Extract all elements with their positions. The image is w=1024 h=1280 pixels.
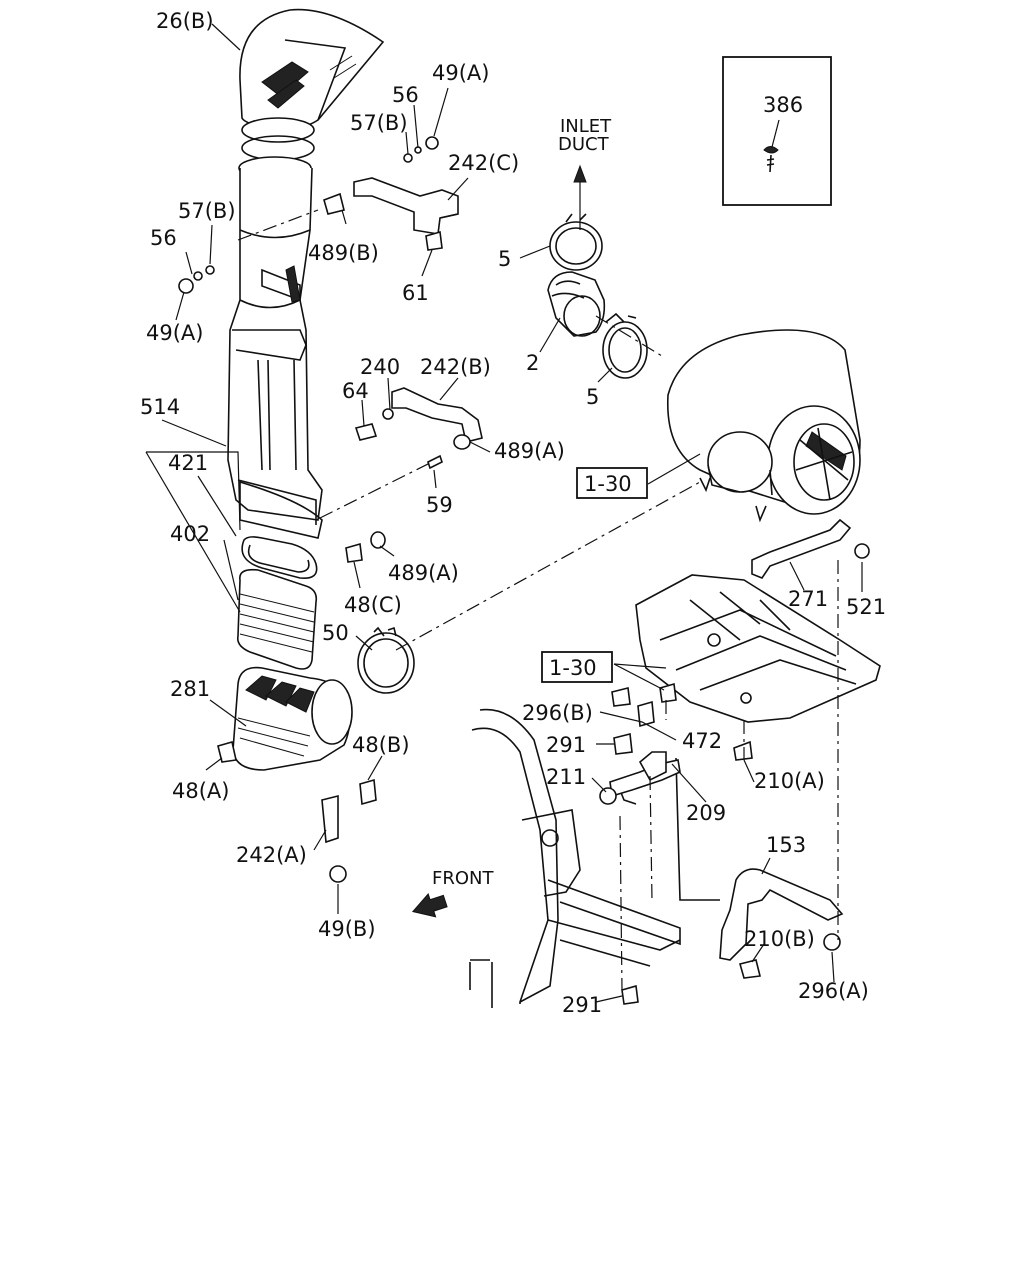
clip-386-icon	[763, 119, 780, 173]
bracket-242a	[217, 740, 377, 883]
callout-56-top: 56	[392, 83, 419, 107]
clamp-50	[357, 626, 415, 694]
callout-5-top: 5	[498, 247, 511, 271]
pipe-59	[427, 434, 471, 470]
callout-489a-mid: 489(A)	[494, 439, 565, 463]
callout-209: 209	[686, 801, 726, 825]
callout-296a: 296(A)	[798, 979, 869, 1003]
floor-panel	[635, 574, 881, 723]
note-inlet: INLET	[560, 116, 612, 137]
callout-521: 521	[846, 595, 886, 619]
callout-59: 59	[426, 493, 453, 517]
callout-48c: 48(C)	[344, 593, 402, 617]
alignment-lines	[237, 209, 839, 991]
intake-hood-26b	[239, 8, 385, 161]
bracket-153	[621, 868, 844, 1005]
leader-lines	[145, 23, 863, 1003]
callout-49a-top: 49(A)	[432, 61, 489, 85]
callout-50: 50	[322, 621, 349, 645]
callout-402: 402	[170, 522, 210, 546]
bolts-upper-left	[178, 192, 443, 294]
callout-61: 61	[402, 281, 429, 305]
callout-386: 386	[763, 93, 803, 117]
callout-271: 271	[788, 587, 828, 611]
clamp-5-upper	[549, 213, 603, 271]
callout-514: 514	[140, 395, 180, 419]
callout-57b-left: 57(B)	[178, 199, 236, 223]
bellows-hose-402	[236, 568, 318, 670]
callout-489a-low: 489(A)	[388, 561, 459, 585]
front-arrow-icon	[411, 892, 448, 918]
clamp-5-lower	[602, 312, 648, 379]
callout-49b: 49(B)	[318, 917, 376, 941]
note-duct: DUCT	[558, 134, 610, 155]
bracket-209-211	[599, 682, 753, 805]
callout-296b: 296(B)	[522, 701, 593, 725]
clamp-421	[241, 536, 318, 580]
callout-291-mid: 291	[546, 733, 586, 757]
callout-64: 64	[342, 379, 369, 403]
callout-421: 421	[168, 451, 208, 475]
callout-210a: 210(A)	[754, 769, 825, 793]
callout-291-low: 291	[562, 993, 602, 1017]
callout-1-30-lower: 1-30	[549, 656, 597, 680]
air-cleaner-assembly	[666, 329, 861, 523]
callout-472: 472	[682, 729, 722, 753]
inlet-arrow-icon	[573, 164, 587, 230]
callout-242b: 242(B)	[420, 355, 491, 379]
callout-2: 2	[526, 351, 539, 375]
callout-211: 211	[546, 765, 586, 789]
callout-56-left: 56	[150, 226, 177, 250]
callout-48a: 48(A)	[172, 779, 229, 803]
callout-153: 153	[766, 833, 806, 857]
callout-1-30-upper: 1-30	[584, 472, 632, 496]
note-front: FRONT	[432, 868, 494, 889]
inset-box: 386	[722, 56, 832, 206]
callout-49a-left: 49(A)	[146, 321, 203, 345]
air-inlet-281	[232, 666, 353, 771]
bolts-mid-left	[345, 531, 386, 563]
callout-240: 240	[360, 355, 400, 379]
callout-281: 281	[170, 677, 210, 701]
bracket-242c	[353, 136, 459, 235]
callout-242a: 242(A)	[236, 843, 307, 867]
chassis-frame	[469, 708, 720, 1008]
callout-48b: 48(B)	[352, 733, 410, 757]
bracket-242b	[354, 387, 483, 443]
callout-489b: 489(B)	[308, 241, 379, 265]
elbow-hose-2	[547, 271, 606, 337]
callout-242c: 242(C)	[448, 151, 519, 175]
callout-26b: 26(B)	[156, 9, 214, 33]
callout-210b: 210(B)	[744, 927, 815, 951]
callout-5-mid: 5	[586, 385, 599, 409]
callout-57b-top: 57(B)	[350, 111, 408, 135]
vertical-air-duct	[227, 156, 323, 539]
bracket-271	[751, 518, 870, 579]
